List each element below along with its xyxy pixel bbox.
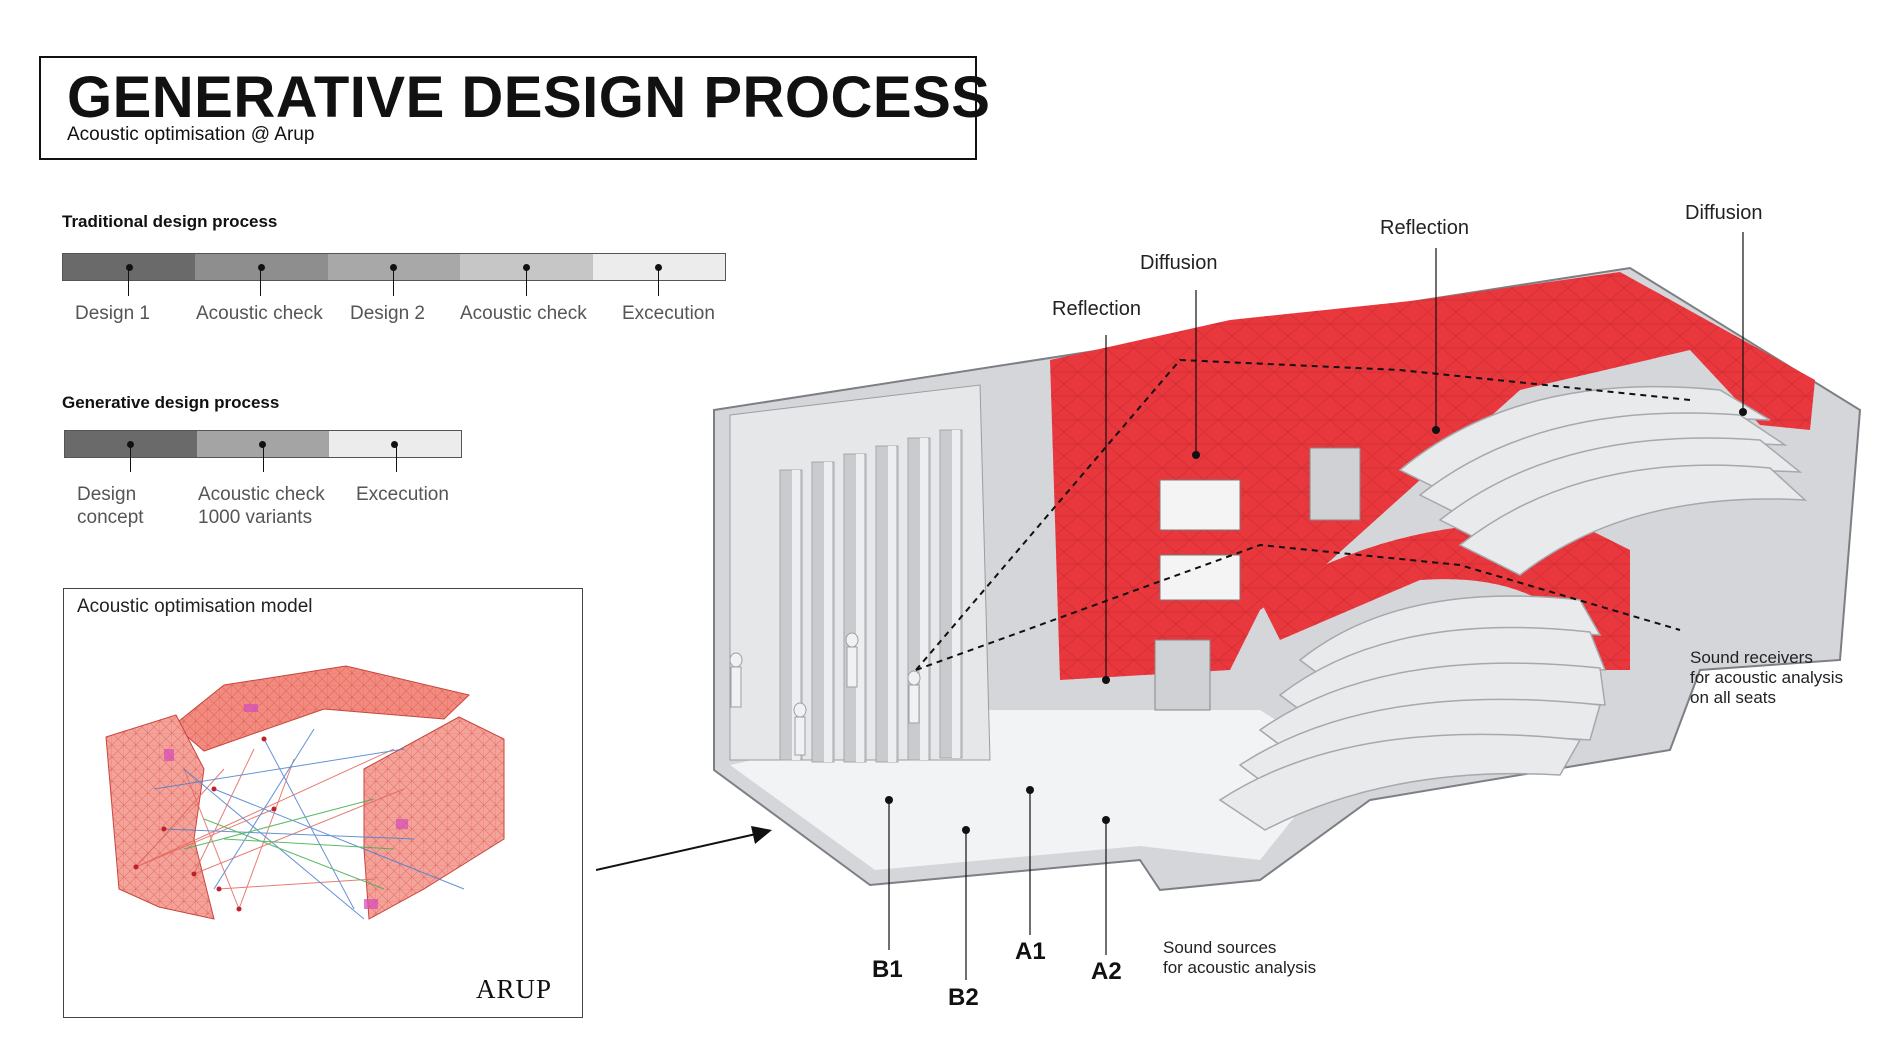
trad-step-label: Acoustic check (196, 303, 323, 324)
receivers-note: Sound receivers for acoustic analysis on… (1690, 648, 1844, 707)
model-title: Acoustic optimisation model (77, 596, 313, 617)
source-label-a1: A1 (1015, 938, 1046, 965)
acoustic-model-panel: Acoustic optimisation model (63, 588, 583, 1018)
generative-process-title: Generative design process (62, 393, 280, 412)
callout-reflection-left: Reflection (1052, 298, 1141, 320)
title-box: GENERATIVE DESIGN PROCESS Acoustic optim… (39, 56, 990, 160)
trad-step-label: Design 1 (75, 303, 150, 324)
acoustic-mesh-illustration (105, 665, 505, 920)
gen-step-label: Excecution (356, 484, 449, 505)
trad-segment-1 (63, 254, 196, 280)
trad-step-label: Design 2 (350, 303, 425, 324)
callout-diffusion-left: Diffusion (1140, 252, 1218, 274)
page-title: GENERATIVE DESIGN PROCESS (67, 65, 991, 130)
arup-logo: ARUP (475, 974, 552, 1004)
sources-note: Sound sources for acoustic analysis (1163, 938, 1317, 977)
source-label-a2: A2 (1091, 958, 1122, 985)
gen-segment-3 (328, 431, 461, 457)
callout-reflection-right: Reflection (1380, 217, 1469, 239)
gen-segment-2 (196, 431, 329, 457)
source-label-b1: B1 (872, 956, 903, 983)
source-label-b2: B2 (948, 984, 979, 1011)
auditorium-section-illustration (713, 266, 1862, 892)
traditional-process-title: Traditional design process (62, 212, 278, 231)
callout-diffusion-right: Diffusion (1685, 202, 1763, 224)
trad-step-label: Acoustic check (460, 303, 587, 324)
trad-step-label: Excecution (622, 303, 715, 324)
flow-arrow (596, 826, 772, 871)
trad-segment-2 (195, 254, 328, 280)
page-subtitle: Acoustic optimisation @ Arup (67, 124, 315, 145)
